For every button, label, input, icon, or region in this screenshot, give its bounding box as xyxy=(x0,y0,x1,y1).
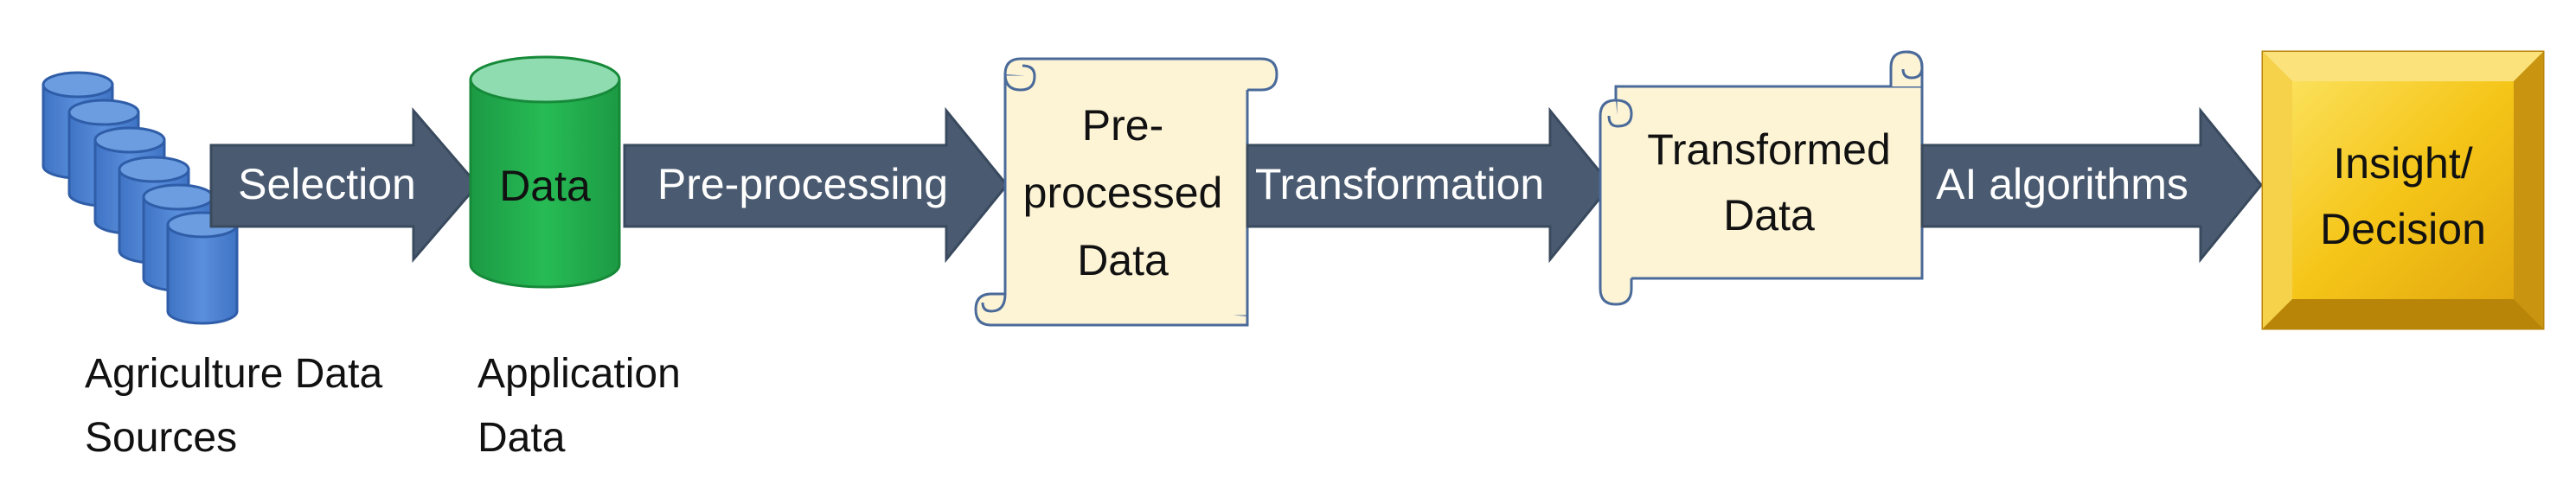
data-node-label: Data xyxy=(499,162,591,210)
db-cylinder-6 xyxy=(166,211,239,325)
database-stack-icon xyxy=(42,71,239,325)
transformed-line2: Data xyxy=(1723,191,1815,239)
arrow-selection-label: Selection xyxy=(238,160,416,208)
arrow-preprocessing: Pre-processing xyxy=(623,106,1009,264)
arrow-ai-algorithms-label: AI algorithms xyxy=(1936,160,2188,208)
transformed-line1: Transformed xyxy=(1647,125,1891,174)
arrow-transformation-label: Transformation xyxy=(1255,160,1544,208)
insight-line1: Insight/ xyxy=(2333,139,2472,188)
preprocessed-line1: Pre- xyxy=(1082,101,1163,150)
scroll-icon: Transformed Data xyxy=(1599,50,1924,306)
sources-caption-line1: Agriculture Data xyxy=(85,351,383,397)
preprocessed-line2: processed xyxy=(1023,169,1223,217)
arrow-preprocessing-label: Pre-processing xyxy=(657,160,948,208)
preprocessed-line3: Data xyxy=(1077,236,1169,284)
database-cylinder-icon: Data xyxy=(469,55,621,289)
sources-caption-line2: Sources xyxy=(85,415,238,461)
application-data-caption: Application Data xyxy=(477,342,681,470)
sources-caption: Agriculture Data Sources xyxy=(85,342,382,470)
arrow-transformation: Transformation xyxy=(1246,106,1612,264)
scroll-icon: Pre- processed Data xyxy=(974,57,1278,327)
application-caption-line1: Application xyxy=(477,351,681,397)
insight-line2: Decision xyxy=(2320,205,2486,253)
arrow-selection: Selection xyxy=(209,106,479,264)
application-caption-line2: Data xyxy=(477,415,566,461)
arrow-ai-algorithms: AI algorithms xyxy=(1920,106,2263,264)
bevel-box-icon: Insight/ Decision xyxy=(2261,50,2545,330)
